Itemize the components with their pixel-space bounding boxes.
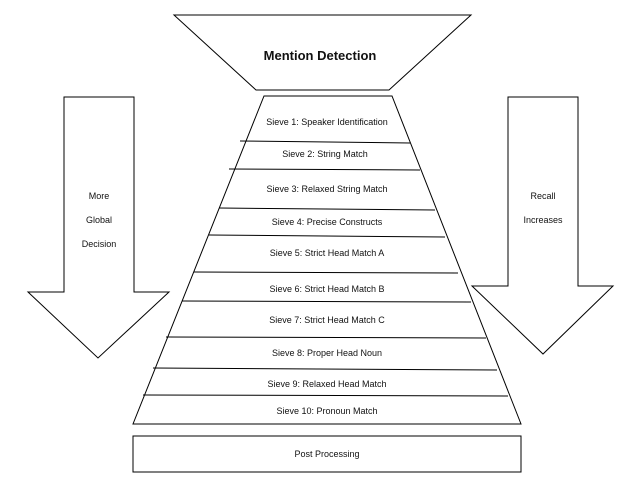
left-arrow-line: Decision [81, 239, 117, 249]
post-processing-box [132, 435, 522, 473]
sieve-label: Sieve 10: Pronoun Match [276, 405, 378, 416]
sieve-label: Sieve 6: Strict Head Match B [269, 283, 385, 294]
sieve-divider-6 [181, 300, 472, 303]
sieve-label: Sieve 8: Proper Head Noun [271, 347, 383, 358]
sieve-label: Sieve 1: Speaker Identification [266, 116, 388, 127]
post-processing-label: Post Processing [294, 448, 360, 459]
left-arrow-line: More [88, 191, 110, 201]
left-arrow-text: More Global Decision [64, 184, 134, 256]
mention-detection-funnel [172, 14, 473, 91]
right-arrow-line: Increases [523, 215, 563, 225]
sieve-divider-2 [228, 168, 421, 171]
sieve-divider-5 [193, 271, 459, 274]
sieve-divider-3 [218, 207, 436, 211]
left-arrow-line: Global [85, 215, 112, 225]
right-down-arrow [470, 96, 615, 355]
sieve-label: Sieve 5: Strict Head Match A [269, 247, 385, 258]
sieve-divider-7 [165, 336, 487, 339]
sieve-divider-4 [208, 234, 446, 238]
sieve-label: Sieve 9: Relaxed Head Match [267, 378, 387, 389]
sieve-pyramid [132, 95, 522, 425]
sieve-label: Sieve 2: String Match [282, 148, 368, 159]
right-arrow-text: Recall Increases [508, 184, 578, 232]
sieve-label: Sieve 3: Relaxed String Match [266, 183, 388, 194]
left-down-arrow [26, 96, 171, 359]
sieve-divider-9 [142, 394, 509, 397]
sieve-divider-8 [152, 367, 498, 371]
sieve-label: Sieve 4: Precise Constructs [271, 216, 383, 227]
right-arrow-line: Recall [530, 191, 556, 201]
mention-detection-title: Mention Detection [263, 48, 377, 63]
sieve-label: Sieve 7: Strict Head Match C [269, 314, 385, 325]
sieve-divider-1 [239, 140, 411, 144]
